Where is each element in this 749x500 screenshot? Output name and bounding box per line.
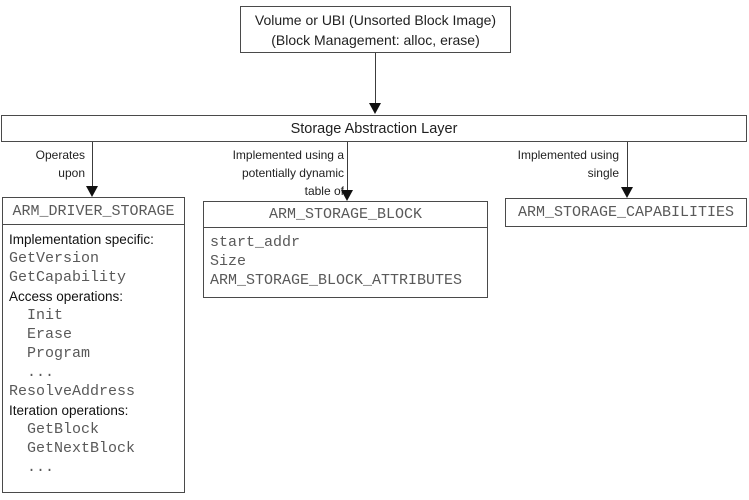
driver-item: ResolveAddress	[9, 383, 136, 400]
edge-label-line: Operates	[35, 148, 85, 162]
edge-label-line: Implemented using a	[232, 148, 344, 162]
arm-storage-capabilities-title: ARM_STORAGE_CAPABILITIES	[517, 204, 735, 221]
arm-storage-capabilities-box: ARM_STORAGE_CAPABILITIES	[505, 198, 747, 227]
arm-driver-storage-box: ARM_DRIVER_STORAGE Implementation specif…	[2, 197, 185, 493]
edge-label-line: upon	[58, 166, 85, 180]
block-field: Size	[210, 253, 247, 270]
arm-driver-storage-body: Implementation specific: GetVersion GetC…	[3, 225, 184, 482]
edge-label-dynamic-table: Implemented using a potentially dynamic …	[233, 146, 344, 200]
edge-label-line: single	[587, 166, 619, 180]
driver-item: Access operations:	[9, 289, 124, 304]
arrow-down-icon	[86, 186, 98, 197]
edge-label-line: potentially dynamic	[241, 166, 344, 180]
connector-sal-to-block	[347, 142, 348, 191]
storage-abstraction-layer-box: Storage Abstraction Layer	[1, 115, 747, 142]
storage-abstraction-layer-title: Storage Abstraction Layer	[290, 120, 458, 137]
arm-storage-block-title: ARM_STORAGE_BLOCK	[204, 202, 487, 228]
driver-item: Erase	[27, 326, 73, 343]
volume-ubi-box: Volume or UBI (Unsorted Block Image) (Bl…	[240, 6, 511, 53]
arm-storage-block-box: ARM_STORAGE_BLOCK start_addr Size ARM_ST…	[203, 201, 488, 298]
arrow-down-icon	[341, 190, 353, 201]
driver-item: Program	[27, 345, 91, 362]
driver-item: GetCapability	[9, 269, 127, 286]
arm-storage-block-body: start_addr Size ARM_STORAGE_BLOCK_ATTRIB…	[204, 228, 487, 295]
driver-item: GetNextBlock	[27, 440, 136, 457]
edge-label-line: Implemented using	[517, 148, 619, 162]
driver-item: Implementation specific:	[9, 232, 154, 247]
driver-item: Init	[27, 307, 64, 324]
block-field: start_addr	[210, 234, 301, 251]
driver-item: GetBlock	[27, 421, 100, 438]
arrow-down-icon	[369, 103, 381, 114]
edge-label-single: Implemented using single	[518, 146, 619, 182]
arrow-down-icon	[621, 187, 633, 198]
arm-driver-storage-title: ARM_DRIVER_STORAGE	[3, 198, 184, 225]
volume-ubi-line2: (Block Management: alloc, erase)	[271, 31, 480, 48]
driver-item: ...	[27, 364, 55, 381]
driver-item: GetVersion	[9, 250, 100, 267]
connector-sal-to-capabilities	[627, 142, 628, 188]
edge-label-operates-upon: Operates upon	[36, 146, 85, 182]
connector-sal-to-driver	[92, 142, 93, 187]
edge-label-line: table of	[304, 184, 344, 198]
volume-ubi-line1: Volume or UBI (Unsorted Block Image)	[254, 11, 497, 28]
block-field: ARM_STORAGE_BLOCK_ATTRIBUTES	[210, 272, 463, 289]
connector-top-to-sal	[375, 53, 376, 104]
driver-item: Iteration operations:	[9, 403, 129, 418]
driver-item: ...	[27, 459, 55, 476]
